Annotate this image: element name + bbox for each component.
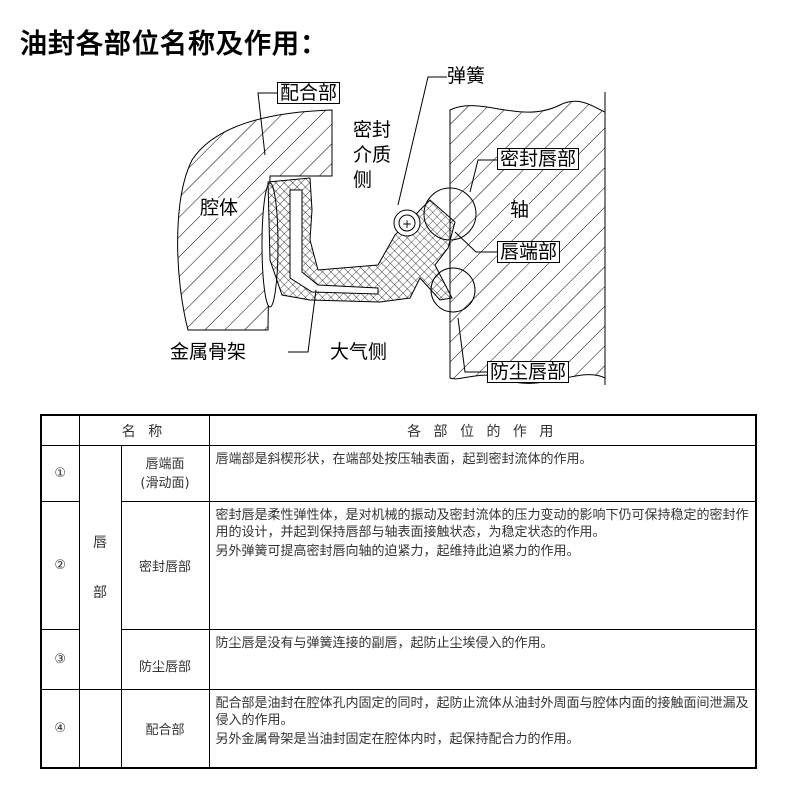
description-text: 另外金属骨架是当油封固定在腔体内时，起保持配合力的作用。 bbox=[215, 732, 580, 747]
description-text: 密封唇是柔性弹性体，是对机械的振动及密封流体的压力变动的影响下仍可保持稳定的密封… bbox=[215, 508, 749, 540]
description-text: 另外弹簧可提高密封唇向轴的迫紧力，起维持此迫紧力的作用。 bbox=[215, 544, 580, 559]
description-text: 防尘唇是没有与弹簧连接的副唇，起防止尘埃侵入的作用。 bbox=[215, 636, 554, 651]
label-medium-side-line: 侧 bbox=[353, 169, 373, 191]
part-name: 唇端面 (滑动面) bbox=[120, 445, 210, 502]
part-name: 配合部 bbox=[120, 689, 210, 769]
header-function: 各 部 位 的 作 用 bbox=[208, 414, 757, 446]
label-seal-lip: 密封唇部 bbox=[497, 148, 580, 170]
label-spring: 弹簧 bbox=[447, 65, 486, 87]
row-number: ④ bbox=[40, 689, 80, 769]
svg-text:+: + bbox=[402, 217, 412, 231]
label-air-side: 大气侧 bbox=[330, 341, 388, 363]
header-name: 名 称 bbox=[78, 414, 210, 446]
label-fit-part: 配合部 bbox=[277, 82, 341, 104]
part-description: 配合部是油封在腔体孔内固定的同时，起防止流体从油封外周面与腔体内面的接触面间泄漏… bbox=[208, 689, 757, 769]
empty-cell bbox=[78, 689, 122, 769]
table-header-row: 名 称 各 部 位 的 作 用 bbox=[40, 414, 757, 446]
part-description: 防尘唇是没有与弹簧连接的副唇，起防止尘埃侵入的作用。 bbox=[208, 629, 757, 690]
header-blank bbox=[40, 414, 80, 446]
part-name: 防尘唇部 bbox=[120, 629, 210, 690]
oil-seal-diagram: + bbox=[177, 76, 606, 385]
row-number: ① bbox=[40, 445, 80, 502]
part-name: 密封唇部 bbox=[120, 501, 210, 630]
table-row: ① 唇 部 唇端面 (滑动面) 唇端部是斜楔形状，在端部处按压轴表面，起到密封流… bbox=[40, 445, 757, 690]
label-metal-case: 金属骨架 bbox=[170, 341, 247, 363]
label-lip-edge: 唇端部 bbox=[497, 241, 561, 263]
metal-case bbox=[289, 189, 379, 295]
part-name-line: 唇端面 bbox=[145, 456, 185, 472]
lip-group-cell: 唇 部 bbox=[78, 445, 122, 690]
label-shaft: 轴 bbox=[510, 199, 530, 221]
table-row: ② 密封唇部 密封唇是柔性弹性体，是对机械的振动及密封流体的压力变动的影响下仍可… bbox=[40, 501, 757, 630]
row-number: ③ bbox=[40, 629, 80, 690]
label-medium-side-line: 密封 bbox=[353, 119, 392, 141]
table-row: ③ 防尘唇部 防尘唇是没有与弹簧连接的副唇，起防止尘埃侵入的作用。 bbox=[40, 629, 757, 690]
label-housing: 腔体 bbox=[200, 197, 239, 219]
page-title: 油封各部位名称及作用： bbox=[20, 29, 328, 60]
part-name-line: (滑动面) bbox=[140, 475, 190, 491]
part-description: 密封唇是柔性弹性体，是对机械的振动及密封流体的压力变动的影响下仍可保持稳定的密封… bbox=[208, 501, 757, 630]
table-row: ④ 配合部 配合部是油封在腔体孔内固定的同时，起防止流体从油封外周面与腔体内面的… bbox=[40, 689, 757, 769]
description-text: 配合部是油封在腔体孔内固定的同时，起防止流体从油封外周面与腔体内面的接触面间泄漏… bbox=[215, 696, 749, 728]
part-description: 唇端部是斜楔形状，在端部处按压轴表面，起到密封流体的作用。 bbox=[208, 445, 757, 502]
parts-function-table: 名 称 各 部 位 的 作 用 ① 唇 部 唇端面 (滑动面) 唇端部是斜楔形状… bbox=[40, 414, 757, 769]
label-medium-side: 密封 介质 侧 bbox=[353, 118, 391, 193]
lip-group-char: 唇 bbox=[93, 534, 107, 551]
label-medium-side-line: 介质 bbox=[353, 144, 392, 166]
lip-group-char: 部 bbox=[93, 584, 107, 601]
housing-body bbox=[177, 109, 333, 331]
label-dust-lip: 防尘唇部 bbox=[487, 361, 570, 383]
description-text: 唇端部是斜楔形状，在端部处按压轴表面，起到密封流体的作用。 bbox=[215, 452, 593, 467]
row-number: ② bbox=[40, 501, 80, 630]
seal-rubber bbox=[267, 177, 456, 303]
